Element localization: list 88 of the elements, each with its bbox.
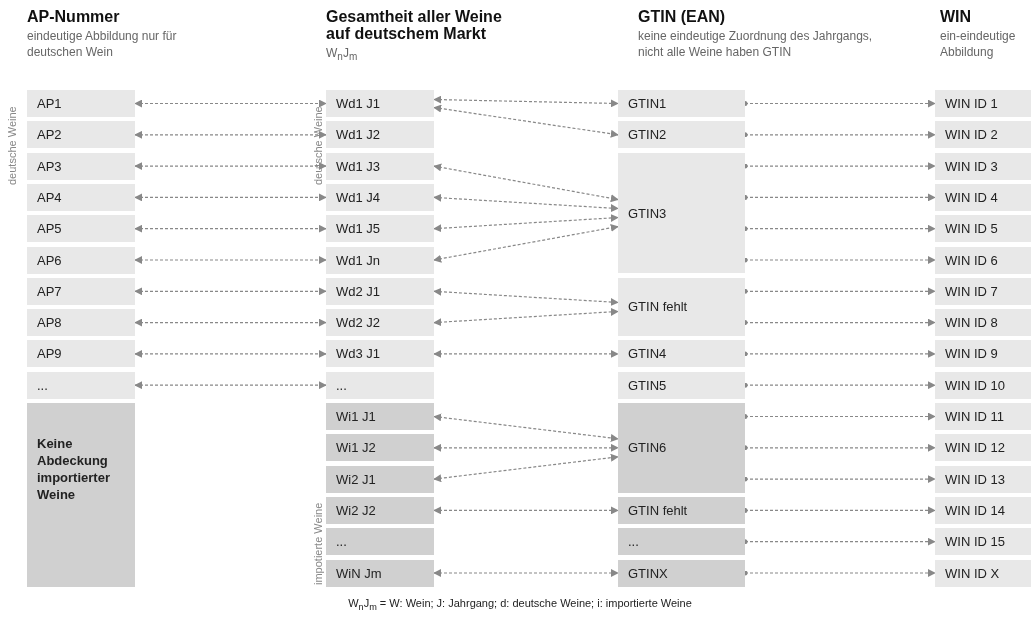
id-box: WIN ID 6	[935, 246, 1031, 274]
arrow	[134, 193, 327, 202]
arrow	[433, 104, 619, 138]
imported-wine-box: Wi2 J1	[326, 465, 434, 493]
id-box: Wd1 J1	[326, 90, 434, 117]
id-box: GTIN2	[618, 121, 745, 149]
id-box: WIN ID X	[935, 559, 1031, 587]
id-box: WIN ID 4	[935, 183, 1031, 211]
id-box: AP6	[27, 246, 135, 274]
id-box: AP9	[27, 340, 135, 368]
arrow	[433, 307, 619, 327]
id-box: Wd1 J4	[326, 183, 434, 211]
id-box: AP7	[27, 277, 135, 305]
id-box: Wd1 J2	[326, 121, 434, 149]
id-box: AP3	[27, 152, 135, 180]
arrow	[134, 349, 327, 358]
arrow	[433, 95, 619, 108]
imported-wine-box: GTIN6	[618, 403, 745, 493]
arrow	[433, 569, 619, 577]
arrow	[134, 130, 327, 139]
arrow	[134, 162, 327, 171]
id-box: GTIN5	[618, 371, 745, 399]
group-label: deutsche Weine	[6, 106, 18, 185]
missing-code-box: GTIN fehlt	[618, 277, 745, 337]
imported-wine-box: Wi2 J2	[326, 496, 434, 524]
id-box: GTIN3	[618, 152, 745, 274]
arrow	[433, 443, 619, 452]
caption: W$_{n}$J$_{m}$ = W: Wein; J: Jahrgang; d: deutsche Weine; i: importierte Weine	[347, 597, 693, 613]
missing-code-box: GTIN fehlt	[618, 496, 745, 524]
arrow	[134, 224, 327, 233]
arrow	[433, 506, 619, 515]
imported-wine-box: GTINX	[618, 559, 745, 587]
arrow	[134, 287, 327, 296]
id-box: WIN ID 1	[935, 90, 1031, 117]
id-box: WIN ID 12	[935, 434, 1031, 462]
id-box: Wd2 J2	[326, 309, 434, 337]
id-box: Wd3 J1	[326, 340, 434, 368]
imported-wine-box: WiN Jm	[326, 559, 434, 587]
id-box: WIN ID 9	[935, 340, 1031, 368]
column-heading: AP-Nummer	[27, 8, 121, 25]
id-box: WIN ID 10	[935, 371, 1031, 399]
arrow	[134, 318, 327, 327]
arrow	[433, 453, 619, 483]
arrow	[433, 214, 619, 233]
id-box: AP4	[27, 183, 135, 211]
column-heading: GTIN (EAN)	[638, 8, 727, 25]
arrow	[134, 256, 327, 264]
id-box: Wd1 J5	[326, 215, 434, 243]
id-box: Wd1 J3	[326, 152, 434, 180]
column-subtitle: keine eindeutige Zuordnung des Jahrgangs, nicht alle Weine haben GTIN	[638, 28, 874, 60]
id-box: WIN ID 7	[935, 277, 1031, 305]
id-box: WIN ID 2	[935, 121, 1031, 149]
id-box: AP1	[27, 90, 135, 117]
arrow	[433, 349, 619, 358]
id-box: ...	[326, 371, 434, 399]
id-box: AP2	[27, 121, 135, 149]
arrow	[433, 193, 619, 213]
arrow	[134, 381, 327, 390]
imported-wine-box: ...	[326, 528, 434, 556]
column-heading: Gesamtheit aller Weine auf deutschem Markt	[326, 8, 503, 42]
id-box: WIN ID 8	[935, 309, 1031, 337]
imported-wine-box: ...	[618, 528, 745, 556]
id-box: GTIN4	[618, 340, 745, 368]
notation-label: W$_{n}$J$_{m}$	[326, 45, 359, 65]
id-box: Wd1 Jn	[326, 246, 434, 274]
arrow	[134, 99, 327, 108]
id-box: WIN ID 14	[935, 496, 1031, 524]
imported-wine-box: Keine Abdeckung importierter Weine	[27, 403, 135, 587]
id-box: Wd2 J1	[326, 277, 434, 305]
id-box: WIN ID 5	[935, 215, 1031, 243]
arrow	[433, 163, 619, 203]
id-box: AP5	[27, 215, 135, 243]
arrow	[433, 287, 619, 306]
imported-wine-box: Wi1 J2	[326, 434, 434, 462]
imported-wine-box: Wi1 J1	[326, 403, 434, 430]
group-label: impotierte Weine	[312, 502, 324, 585]
id-box: WIN ID 15	[935, 528, 1031, 556]
id-box: AP8	[27, 309, 135, 337]
arrow	[433, 223, 619, 263]
id-box: GTIN1	[618, 90, 745, 117]
arrow	[433, 413, 619, 442]
id-box: WIN ID 11	[935, 403, 1031, 430]
id-box: WIN ID 3	[935, 152, 1031, 180]
column-heading: WIN	[940, 8, 973, 25]
id-box: WIN ID 13	[935, 465, 1031, 493]
column-subtitle: ein-eindeutige Abbildung	[940, 28, 1017, 60]
id-box: ...	[27, 371, 135, 399]
column-subtitle: eindeutige Abbildung nur für deutschen Wein	[27, 28, 177, 60]
